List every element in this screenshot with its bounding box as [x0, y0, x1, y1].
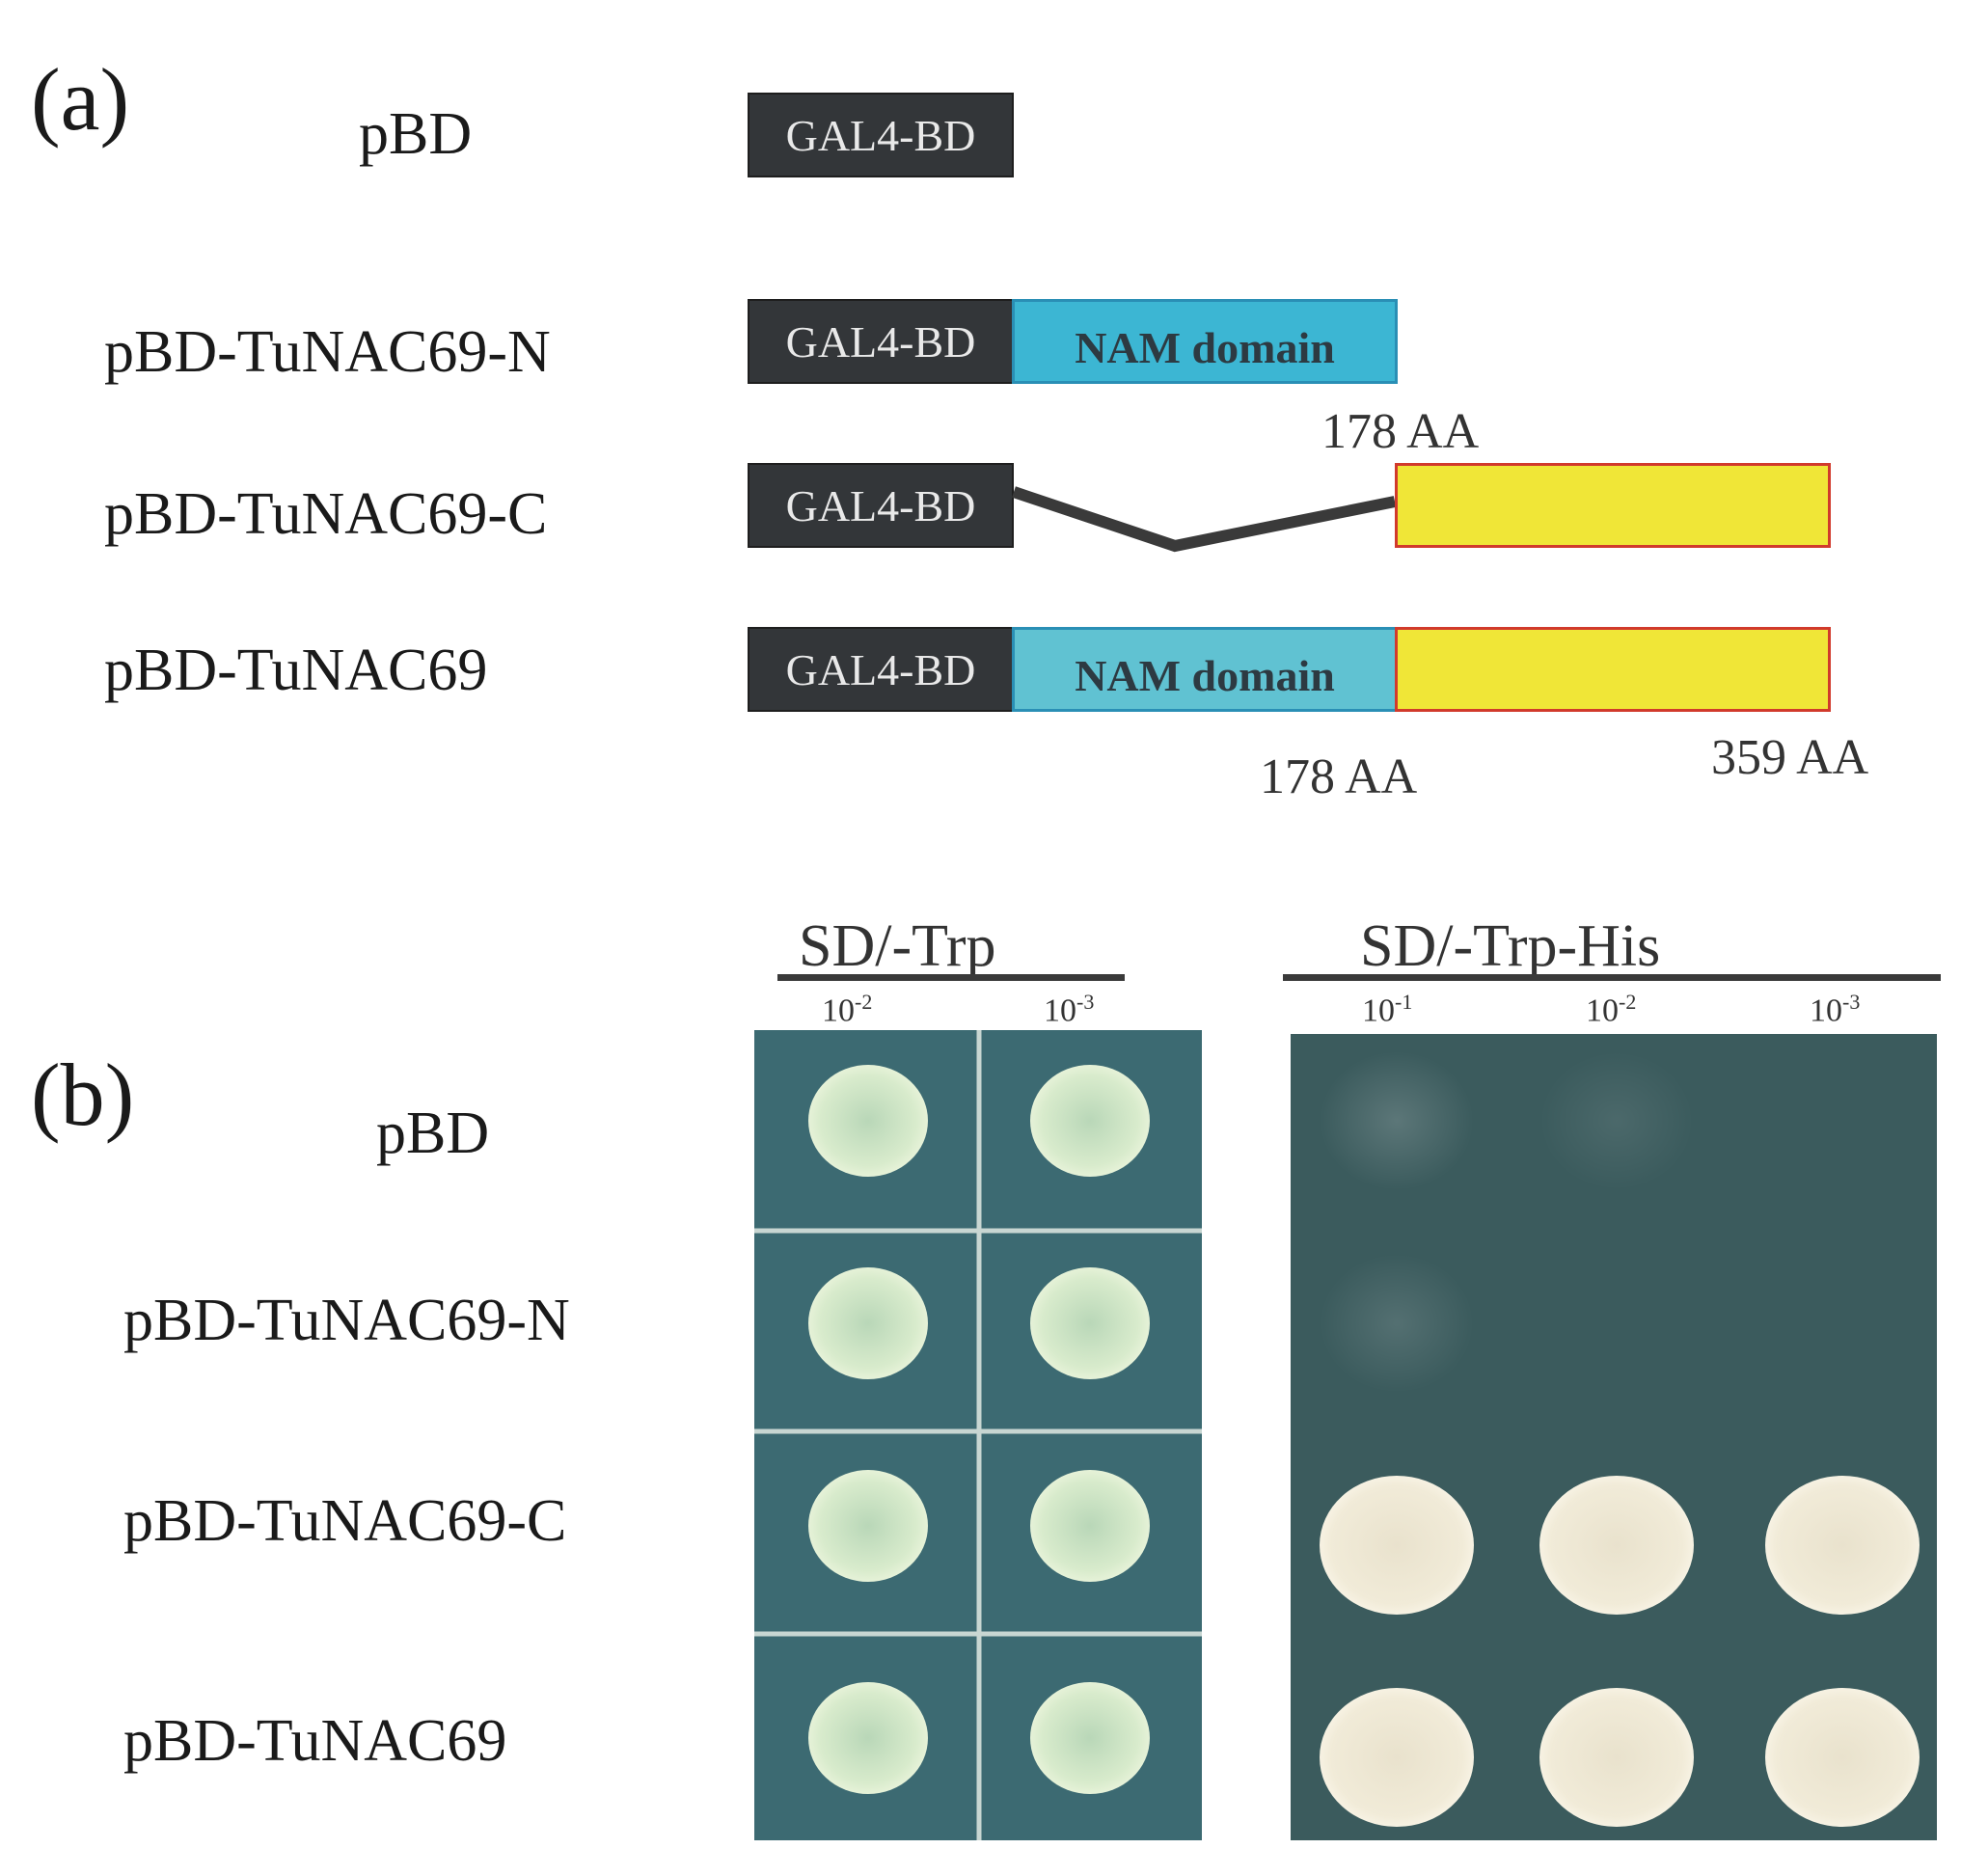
gal4-bd-box: GAL4-BD: [748, 627, 1014, 712]
colony-spot: [808, 1267, 928, 1379]
aa-label-full-end: 359 AA: [1711, 730, 1869, 785]
row-label-full: pBD-TuNAC69: [123, 1708, 507, 1774]
colony-spot: [1320, 1051, 1474, 1190]
panel-a-letter: (a): [31, 50, 130, 149]
construct-label-pbd: pBD: [359, 101, 473, 167]
condition-his-bar: [1283, 974, 1941, 981]
nam-domain-box: NAM domain: [1012, 299, 1398, 384]
dilution-his-3: 10-3: [1810, 990, 1861, 1029]
aa-label-c-start: 178 AA: [1321, 404, 1480, 459]
gal4-bd-box: GAL4-BD: [748, 463, 1014, 548]
construct-label-n: pBD-TuNAC69-N: [104, 319, 551, 385]
colony-spot: [1539, 1051, 1694, 1190]
construct-label-full: pBD-TuNAC69: [104, 638, 488, 703]
row-label-pbd: pBD: [376, 1101, 490, 1166]
dilution-trp-2: 10-3: [1044, 990, 1095, 1029]
aa-label-full-mid: 178 AA: [1260, 749, 1418, 804]
dilution-his-1: 10-1: [1362, 990, 1413, 1029]
colony-spot: [1030, 1267, 1150, 1379]
row-label-c: pBD-TuNAC69-C: [123, 1488, 567, 1554]
c-terminal-box: [1395, 627, 1831, 712]
colony-spot: [808, 1065, 928, 1177]
colony-spot: [1320, 1476, 1474, 1615]
colony-spot: [1030, 1065, 1150, 1177]
colony-spot: [1765, 1688, 1920, 1827]
condition-his-title: SD/-Trp-His: [1360, 913, 1661, 979]
colony-spot: [1539, 1476, 1694, 1615]
colony-spot: [1320, 1688, 1474, 1827]
dilution-his-2: 10-2: [1586, 990, 1637, 1029]
c-terminal-box: [1395, 463, 1831, 548]
colony-spot: [808, 1682, 928, 1794]
colony-spot: [1030, 1470, 1150, 1582]
gal4-bd-box: GAL4-BD: [748, 93, 1014, 177]
panel-b-letter: (b): [31, 1046, 135, 1144]
condition-trp-title: SD/-Trp: [799, 913, 996, 979]
condition-trp-bar: [777, 974, 1125, 981]
dilution-trp-1: 10-2: [822, 990, 873, 1029]
nam-domain-box: NAM domain: [1012, 627, 1398, 712]
colony-spot: [1320, 1254, 1474, 1393]
gal4-bd-box: GAL4-BD: [748, 299, 1014, 384]
construct-label-c: pBD-TuNAC69-C: [104, 481, 548, 547]
plate-trp-grid: [754, 1030, 1202, 1840]
colony-spot: [1539, 1688, 1694, 1827]
colony-spot: [1765, 1476, 1920, 1615]
row-label-n: pBD-TuNAC69-N: [123, 1288, 570, 1353]
colony-spot: [1030, 1682, 1150, 1794]
colony-spot: [808, 1470, 928, 1582]
